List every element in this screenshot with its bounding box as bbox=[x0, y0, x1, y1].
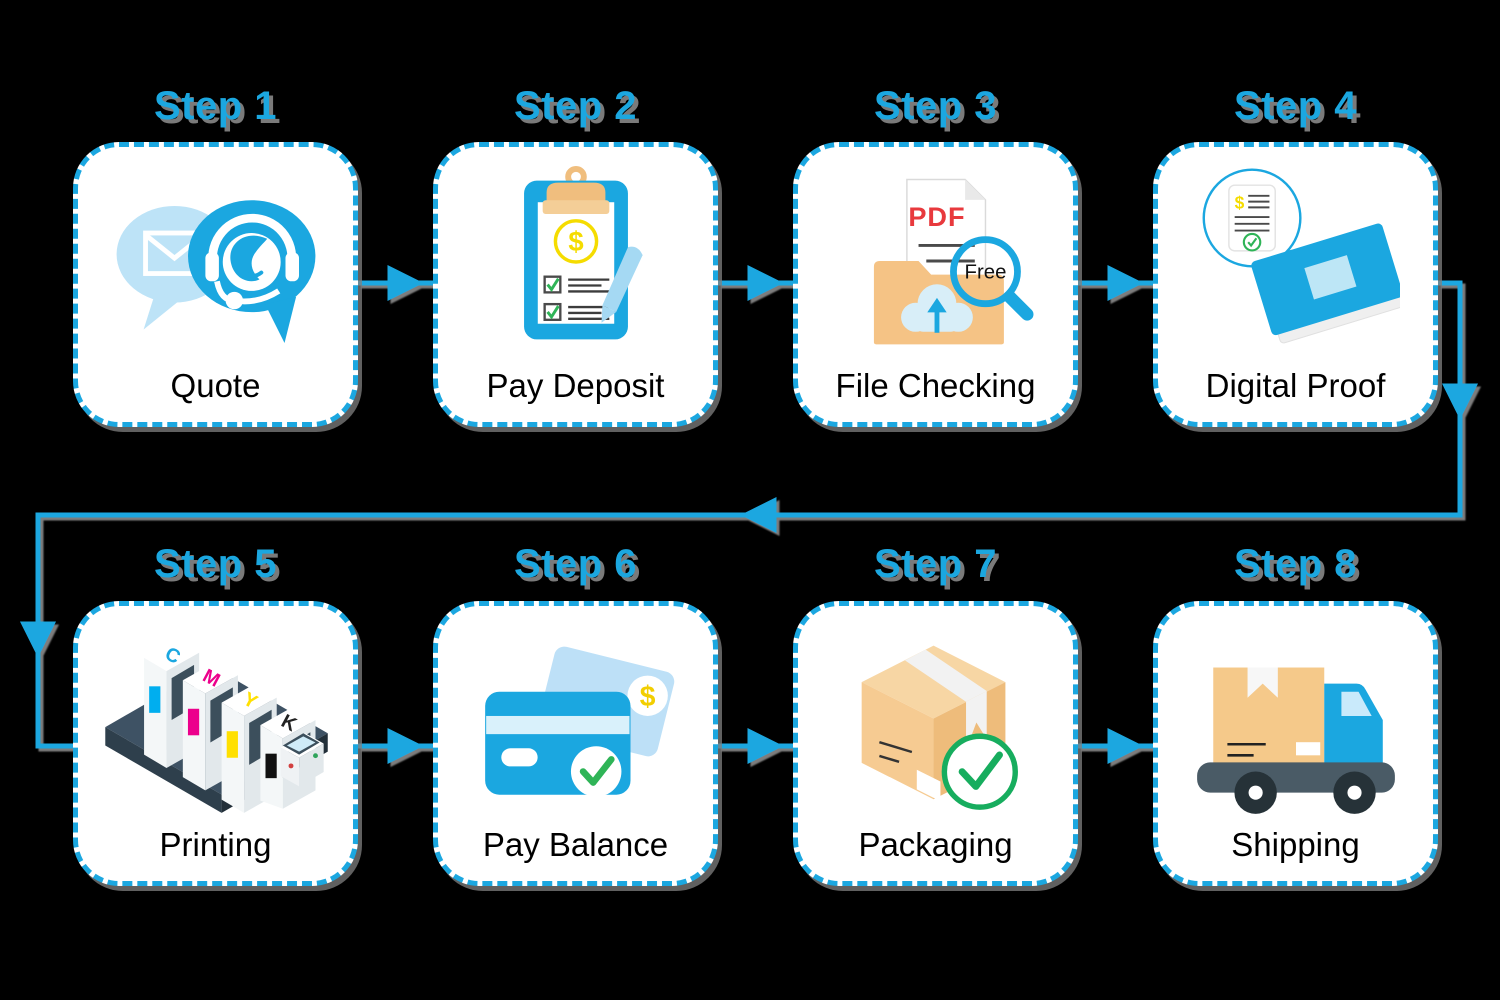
cmyk-press-icon: C M Y bbox=[91, 606, 341, 828]
step-card-packaging: Packaging bbox=[793, 601, 1078, 886]
arrowhead-step7-step8 bbox=[1107, 727, 1144, 765]
arrowhead-step5-step6 bbox=[387, 727, 424, 765]
step-card-pay-balance: $ Pay Balance bbox=[433, 601, 718, 886]
press-console bbox=[280, 732, 324, 786]
balance-dollar-sign: $ bbox=[639, 680, 655, 712]
deposit-dollar-sign: $ bbox=[568, 226, 583, 257]
package-box-icon bbox=[830, 606, 1042, 828]
step-title-5: Step 5 bbox=[153, 542, 278, 586]
step-label-printing: Printing bbox=[159, 826, 272, 863]
file-upload-check-icon: PDF Free bbox=[833, 147, 1039, 369]
step-title-6: Step 6 bbox=[513, 542, 638, 586]
delivery-truck-icon bbox=[1185, 606, 1407, 828]
step-title-2: Step 2 bbox=[513, 84, 638, 128]
arrowhead-step1-step2 bbox=[387, 264, 424, 302]
arrowhead-left-mid bbox=[740, 496, 777, 534]
step-card-printing: C M Y bbox=[73, 601, 358, 886]
pdf-label: PDF bbox=[908, 201, 965, 232]
step-label-file-checking: File Checking bbox=[835, 367, 1036, 404]
step-card-digital-proof: $ Digital Proof bbox=[1153, 142, 1438, 427]
step-title-7: Step 7 bbox=[873, 542, 998, 586]
step-label-pay-deposit: Pay Deposit bbox=[486, 367, 665, 404]
step-label-shipping: Shipping bbox=[1231, 826, 1360, 863]
step-title-8: Step 8 bbox=[1233, 542, 1358, 586]
step-label-pay-balance: Pay Balance bbox=[482, 826, 669, 863]
step-title-1: Step 1 bbox=[153, 84, 278, 128]
arrowhead-step3-step4 bbox=[1107, 264, 1144, 302]
arrowhead-step2-step3 bbox=[747, 264, 784, 302]
step-card-quote: Quote bbox=[73, 142, 358, 427]
deposit-clipboard-icon: $ bbox=[478, 147, 674, 369]
step-label-packaging: Packaging bbox=[858, 826, 1013, 863]
step-label-digital-proof: Digital Proof bbox=[1205, 367, 1386, 404]
proof-book-icon: $ bbox=[1192, 147, 1400, 369]
step-card-pay-deposit: $ Pay Deposit bbox=[433, 142, 718, 427]
step-title-4: Step 4 bbox=[1233, 84, 1358, 128]
credit-cards-icon: $ bbox=[469, 606, 683, 828]
step-title-3: Step 3 bbox=[873, 84, 998, 128]
chat-support-icon bbox=[105, 147, 327, 369]
free-badge: Free bbox=[964, 261, 1006, 283]
step-label-quote: Quote bbox=[170, 367, 261, 404]
arrowhead-step6-step7 bbox=[747, 727, 784, 765]
arrowhead-down-right bbox=[1441, 383, 1479, 420]
proof-dollar-sign: $ bbox=[1234, 192, 1244, 212]
arrowhead-down-left bbox=[19, 621, 57, 658]
step-card-shipping: Shipping bbox=[1153, 601, 1438, 886]
step-card-file-checking: PDF Free File Checking bbox=[793, 142, 1078, 427]
